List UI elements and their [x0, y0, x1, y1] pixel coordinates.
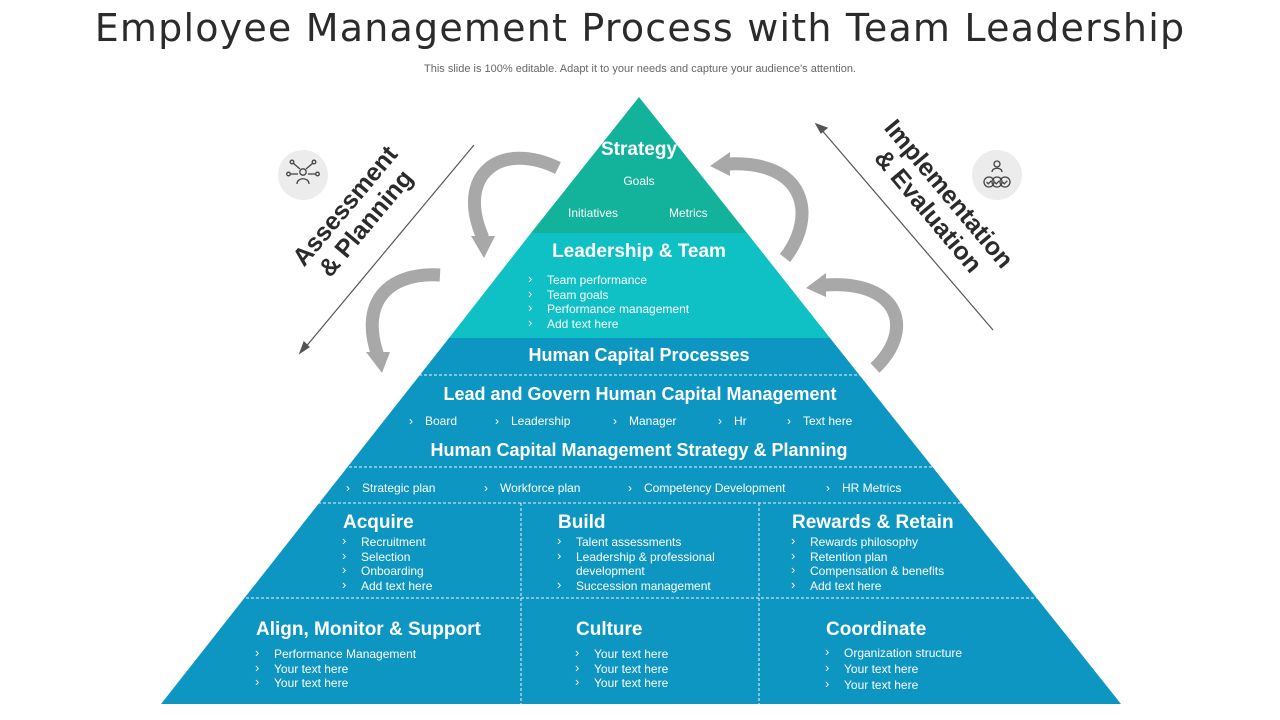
acquire-title: Acquire — [343, 512, 414, 533]
rewards-list: Rewards philosophy Retention plan Compen… — [791, 534, 944, 594]
list-item: Strategic plan — [346, 481, 435, 495]
list-item: Text here — [787, 414, 852, 428]
page-title: Employee Management Process with Team Le… — [94, 6, 1186, 50]
list-item: Add text here — [528, 316, 689, 332]
hcp-title: Human Capital Processes — [528, 345, 750, 365]
leadership-title: Leadership & Team — [552, 241, 726, 262]
curved-arrow-left-upper — [467, 151, 561, 241]
list-item: Add text here — [791, 578, 944, 594]
coordinate-list: Organization structure Your text here Yo… — [825, 644, 962, 693]
list-item: Your text here — [575, 646, 668, 662]
align-title: Align, Monitor & Support — [256, 619, 481, 640]
right-guide-arrowhead — [814, 122, 829, 134]
list-item: Compensation & benefits — [791, 563, 944, 579]
list-item: Your text here — [255, 675, 416, 691]
list-item: Manager — [613, 414, 676, 428]
hcm-title: Human Capital Management Strategy & Plan… — [430, 440, 848, 460]
curved-arrow-left-lower — [365, 268, 441, 359]
build-title: Build — [558, 512, 606, 533]
curved-arrow-left-upper-head — [471, 236, 495, 258]
list-item: Retention plan — [791, 549, 944, 565]
curved-arrow-right-lower — [824, 278, 904, 373]
list-item: Leadership — [495, 414, 570, 428]
strategy-title: Strategy — [600, 139, 678, 160]
list-item: Selection — [342, 549, 432, 565]
list-item: Succession management — [557, 578, 726, 594]
list-item: Team performance — [528, 272, 689, 288]
list-item: Recruitment — [342, 534, 432, 550]
leadership-list: Team performance Team goals Performance … — [528, 272, 689, 332]
coordinate-title: Coordinate — [826, 619, 927, 640]
list-item: Your text here — [825, 660, 962, 677]
rewards-title: Rewards & Retain — [792, 512, 954, 533]
left-guide-arrow — [303, 144, 475, 350]
align-list: Performance Management Your text here Yo… — [255, 646, 416, 691]
hcm-items-row: Strategic plan Workforce plan Competency… — [0, 481, 1280, 497]
list-item: Your text here — [255, 661, 416, 677]
right-guide-arrow — [819, 127, 994, 331]
list-item: Team goals — [528, 287, 689, 303]
left-guide-arrowhead — [298, 340, 310, 355]
curved-arrow-right-lower-head — [806, 273, 826, 297]
list-item: Talent assessments — [557, 534, 726, 550]
govern-items-row: Board Leadership Manager Hr Text here — [0, 414, 1280, 430]
strategy-item-metrics: Metrics — [669, 206, 708, 220]
build-list: Talent assessments Leadership & professi… — [557, 534, 726, 594]
list-item: Competency Development — [628, 481, 785, 495]
pyramid-base-section — [161, 338, 1121, 704]
list-item: Your text here — [575, 675, 668, 691]
culture-list: Your text here Your text here Your text … — [575, 646, 668, 691]
curved-arrow-right-upper-head — [710, 152, 730, 176]
curved-arrow-left-lower-head — [366, 352, 390, 373]
list-item: Board — [409, 414, 457, 428]
list-item: Your text here — [575, 661, 668, 677]
list-item: Organization structure — [825, 644, 962, 661]
curved-arrow-right-upper — [727, 157, 809, 262]
govern-title: Lead and Govern Human Capital Management — [443, 384, 837, 404]
list-item: Rewards philosophy — [791, 534, 944, 550]
strategy-section — [531, 97, 747, 233]
culture-title: Culture — [576, 619, 643, 640]
acquire-list: Recruitment Selection Onboarding Add tex… — [342, 534, 432, 594]
list-item: Performance management — [528, 301, 689, 317]
list-item: Workforce plan — [484, 481, 580, 495]
team-checks-icon — [972, 150, 1022, 200]
list-item: Onboarding — [342, 563, 432, 579]
people-network-icon — [278, 150, 328, 200]
list-item: HR Metrics — [826, 481, 901, 495]
list-item: Add text here — [342, 578, 432, 594]
strategy-item-goals: Goals — [623, 174, 655, 188]
list-item: Your text here — [825, 676, 962, 693]
list-item: Leadership & professional development — [557, 549, 726, 579]
list-item: Performance Management — [255, 646, 416, 662]
list-item: Hr — [718, 414, 747, 428]
page-subtitle: This slide is 100% editable. Adapt it to… — [424, 63, 856, 75]
strategy-item-initiatives: Initiatives — [568, 206, 619, 220]
